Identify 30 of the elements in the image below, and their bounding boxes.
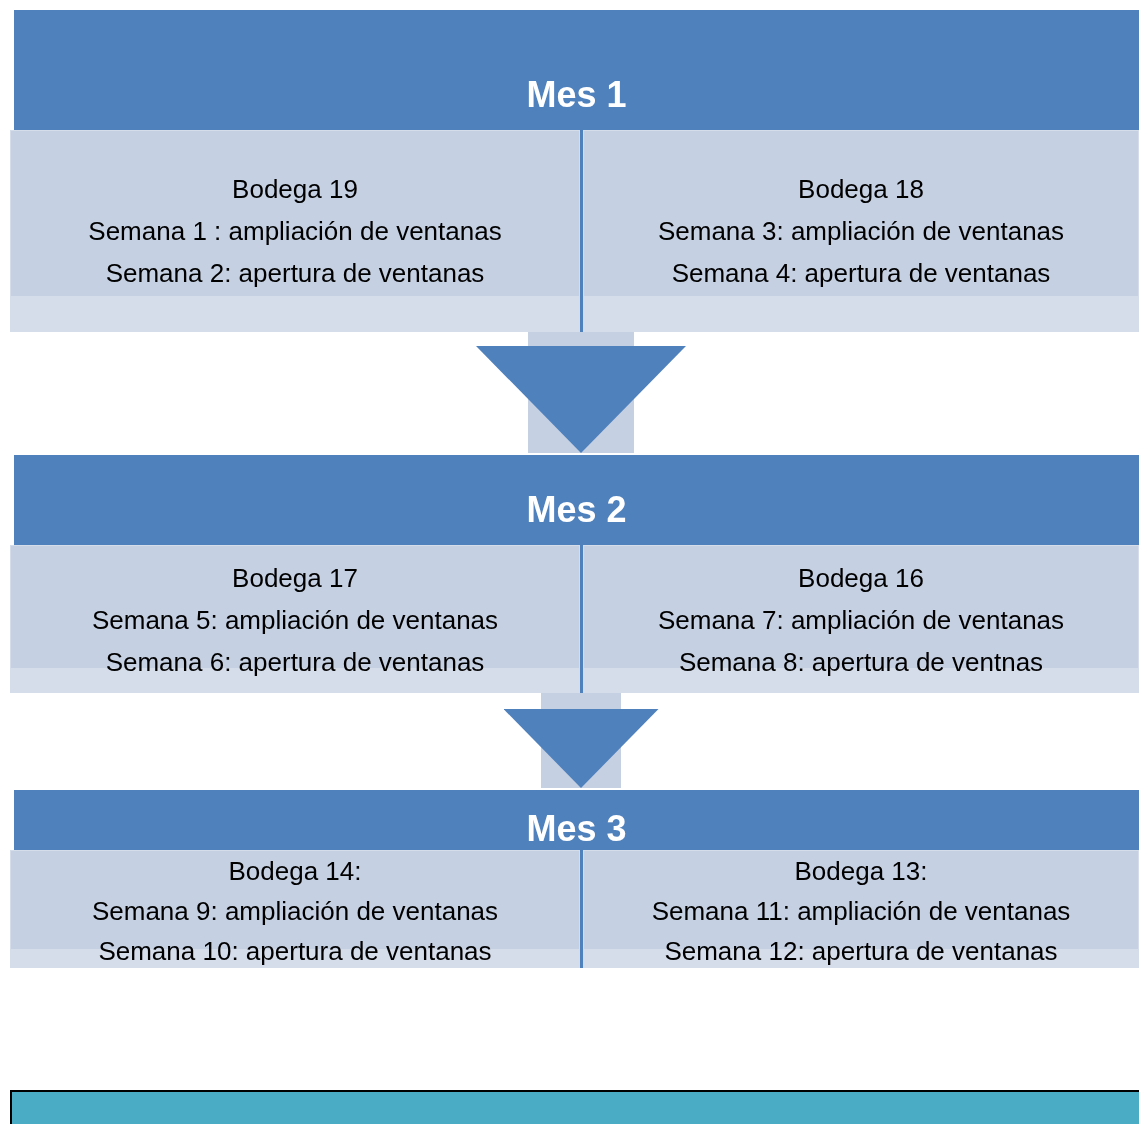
warehouse-box bbox=[10, 850, 580, 968]
blank-box bbox=[10, 1090, 1139, 1124]
warehouse-name: Bodega 13: bbox=[793, 855, 929, 888]
warehouse-name: Bodega 14: bbox=[227, 855, 363, 888]
month-title: Mes 1 bbox=[525, 75, 628, 115]
warehouse-name: Bodega 17 bbox=[231, 562, 359, 595]
week-task: Semana 6: apertura de ventanas bbox=[104, 646, 486, 679]
week-task: Semana 1 : ampliación de ventanas bbox=[87, 215, 503, 248]
warehouse-box bbox=[10, 130, 580, 332]
month-title: Mes 2 bbox=[525, 490, 628, 530]
week-task: Semana 2: apertura de ventanas bbox=[104, 257, 486, 290]
week-task: Semana 8: apertura de ventnas bbox=[677, 646, 1045, 679]
down-arrow bbox=[503, 693, 659, 788]
warehouse-name: Bodega 16 bbox=[797, 562, 925, 595]
week-task: Semana 4: apertura de ventanas bbox=[670, 257, 1052, 290]
week-task: Semana 3: ampliación de ventanas bbox=[656, 215, 1066, 248]
week-task: Semana 5: ampliación de ventanas bbox=[90, 604, 500, 637]
warehouse-box bbox=[583, 850, 1139, 968]
week-task: Semana 10: apertura de ventanas bbox=[97, 935, 493, 968]
week-task: Semana 12: apertura de ventanas bbox=[663, 935, 1059, 968]
week-task: Semana 7: ampliación de ventanas bbox=[656, 604, 1066, 637]
week-task: Semana 11: ampliación de ventanas bbox=[650, 895, 1072, 928]
warehouse-box bbox=[583, 545, 1139, 693]
warehouse-name: Bodega 19 bbox=[231, 173, 359, 206]
warehouse-box bbox=[10, 545, 580, 693]
warehouse-box bbox=[583, 130, 1139, 332]
week-task: Semana 9: ampliación de ventanas bbox=[90, 895, 500, 928]
down-arrow bbox=[476, 332, 686, 453]
month-title: Mes 3 bbox=[525, 809, 628, 849]
warehouse-name: Bodega 18 bbox=[797, 173, 925, 206]
